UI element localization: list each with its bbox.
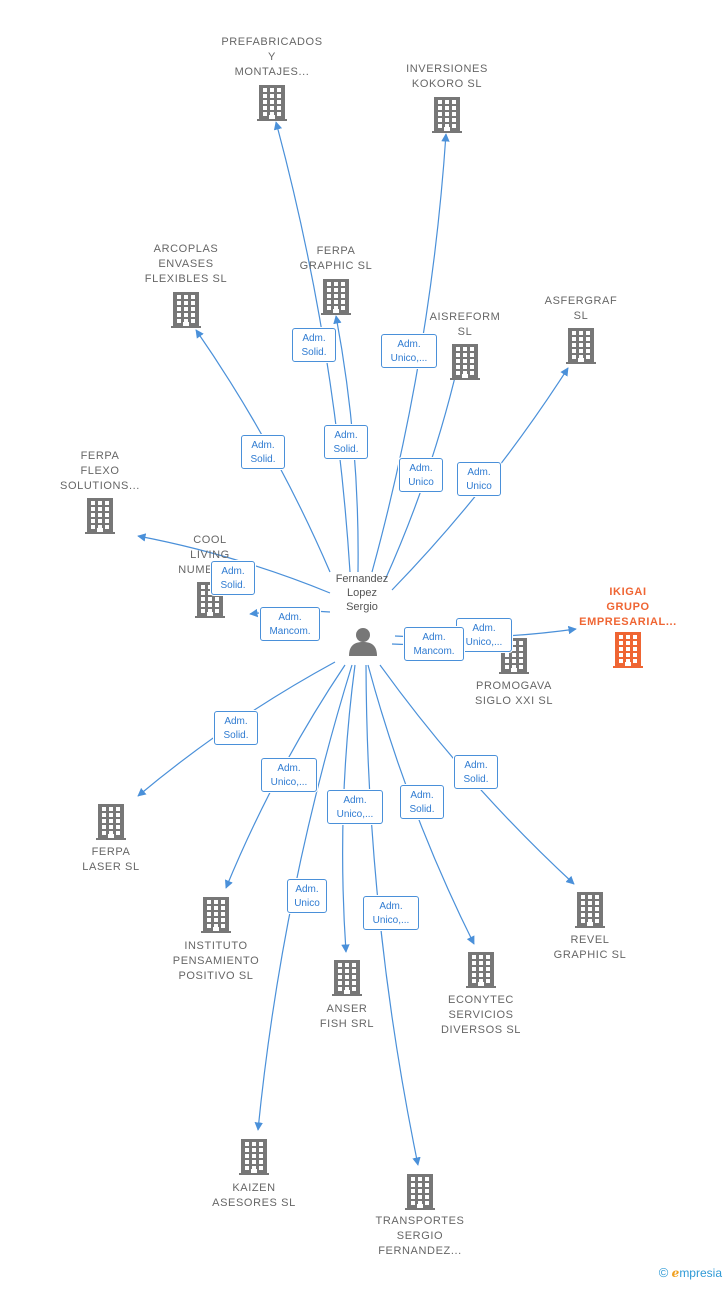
company-node-kaizen[interactable]: KAIZEN ASESORES SL <box>184 1139 324 1211</box>
building-icon[interactable] <box>171 292 201 328</box>
relation-label-cool-living[interactable]: Adm. Mancom. <box>260 607 320 641</box>
company-label[interactable]: COOL LIVING NUMERO... <box>178 534 242 576</box>
company-node-prefabricados[interactable]: PREFABRICADOS Y MONTAJES... <box>202 35 342 121</box>
building-icon[interactable] <box>613 632 643 668</box>
relation-label-inversiones[interactable]: Adm. Unico,... <box>381 334 437 368</box>
building-icon[interactable] <box>405 1174 435 1210</box>
building-icon[interactable] <box>432 97 462 133</box>
relation-label-arcoplas[interactable]: Adm. Solid. <box>241 435 285 469</box>
brand-logo-initial: e <box>671 1266 680 1280</box>
company-label[interactable]: IKIGAI GRUPO EMPRESARIAL... <box>579 586 677 628</box>
relation-label-aisreform[interactable]: Adm. Unico <box>399 458 443 492</box>
company-label[interactable]: FERPA GRAPHIC SL <box>299 245 373 272</box>
relation-label-kaizen[interactable]: Adm. Unico <box>287 879 327 913</box>
company-label[interactable]: PREFABRICADOS Y MONTAJES... <box>221 36 323 78</box>
company-label[interactable]: INSTITUTO PENSAMIENTO POSITIVO SL <box>172 940 260 982</box>
company-node-inversiones[interactable]: INVERSIONES KOKORO SL <box>377 62 517 133</box>
company-node-cool-living[interactable]: COOL LIVING NUMERO... <box>140 533 280 618</box>
relation-label-prefabricados[interactable]: Adm. Solid. <box>292 328 336 362</box>
building-icon[interactable] <box>450 344 480 380</box>
company-node-ikigai[interactable]: IKIGAI GRUPO EMPRESARIAL... <box>558 585 698 668</box>
company-label[interactable]: AISREFORM SL <box>429 311 501 338</box>
company-node-instituto[interactable]: INSTITUTO PENSAMIENTO POSITIVO SL <box>146 897 286 984</box>
building-icon[interactable] <box>85 498 115 534</box>
company-node-ferpa-flexo[interactable]: FERPA FLEXO SOLUTIONS... <box>30 449 170 534</box>
building-icon[interactable] <box>201 897 231 933</box>
building-icon[interactable] <box>257 85 287 121</box>
company-node-asfergraf[interactable]: ASFERGRAF SL <box>511 294 651 364</box>
company-label[interactable]: ASFERGRAF SL <box>544 295 618 322</box>
company-node-promogava[interactable]: PROMOGAVA SIGLO XXI SL <box>444 638 584 709</box>
company-label[interactable]: INVERSIONES KOKORO SL <box>406 63 488 90</box>
company-node-ferpa-graphic[interactable]: FERPA GRAPHIC SL <box>266 244 406 315</box>
company-label[interactable]: FERPA FLEXO SOLUTIONS... <box>60 450 140 492</box>
company-label[interactable]: PROMOGAVA SIGLO XXI SL <box>474 680 554 707</box>
company-node-revel[interactable]: REVEL GRAPHIC SL <box>520 892 660 963</box>
edge-ferpa-flexo <box>137 533 331 594</box>
relation-label-instituto[interactable]: Adm. Unico,... <box>261 758 317 792</box>
company-label[interactable]: TRANSPORTES SERGIO FERNANDEZ... <box>375 1215 465 1257</box>
company-label[interactable]: REVEL GRAPHIC SL <box>553 934 627 961</box>
company-node-arcoplas[interactable]: ARCOPLAS ENVASES FLEXIBLES SL <box>116 242 256 328</box>
building-icon[interactable] <box>575 892 605 928</box>
relation-label-ferpa-laser[interactable]: Adm. Solid. <box>214 711 258 745</box>
relation-label-ferpa-graphic[interactable]: Adm. Solid. <box>324 425 368 459</box>
building-icon[interactable] <box>239 1139 269 1175</box>
building-icon[interactable] <box>96 804 126 840</box>
footer-brand: © empresia <box>659 1265 722 1280</box>
relation-label-transportes[interactable]: Adm. Unico,... <box>363 896 419 930</box>
company-node-transportes[interactable]: TRANSPORTES SERGIO FERNANDEZ... <box>350 1174 490 1259</box>
relation-label-ferpa-flexo[interactable]: Adm. Solid. <box>211 561 255 595</box>
relation-label-ikigai[interactable]: Adm. Unico,... <box>456 618 512 652</box>
company-node-aisreform[interactable]: AISREFORM SL <box>395 310 535 380</box>
company-node-econytec[interactable]: ECONYTEC SERVICIOS DIVERSOS SL <box>411 952 551 1038</box>
person-icon[interactable] <box>348 626 378 656</box>
relation-label-anser[interactable]: Adm. Unico,... <box>327 790 383 824</box>
company-label[interactable]: ARCOPLAS ENVASES FLEXIBLES SL <box>144 243 228 285</box>
relation-label-econytec[interactable]: Adm. Solid. <box>400 785 444 819</box>
company-label[interactable]: ANSER FISH SRL <box>319 1003 375 1030</box>
company-node-ferpa-laser[interactable]: FERPA LASER SL <box>41 804 181 875</box>
company-label[interactable]: FERPA LASER SL <box>82 846 140 873</box>
company-label[interactable]: ECONYTEC SERVICIOS DIVERSOS SL <box>441 994 521 1036</box>
center-person-name: Fernandez Lopez Sergio <box>335 573 389 613</box>
relation-label-promogava[interactable]: Adm. Mancom. <box>404 627 464 661</box>
copyright-icon: © <box>658 1265 669 1280</box>
company-node-anser[interactable]: ANSER FISH SRL <box>277 960 417 1032</box>
relation-label-revel[interactable]: Adm. Solid. <box>454 755 498 789</box>
company-label[interactable]: KAIZEN ASESORES SL <box>212 1182 296 1209</box>
building-icon[interactable] <box>566 328 596 364</box>
building-icon[interactable] <box>466 952 496 988</box>
building-icon[interactable] <box>332 960 362 996</box>
relation-label-asfergraf[interactable]: Adm. Unico <box>457 462 501 496</box>
brand-logo-text: mpresia <box>679 1266 722 1280</box>
building-icon[interactable] <box>321 279 351 315</box>
